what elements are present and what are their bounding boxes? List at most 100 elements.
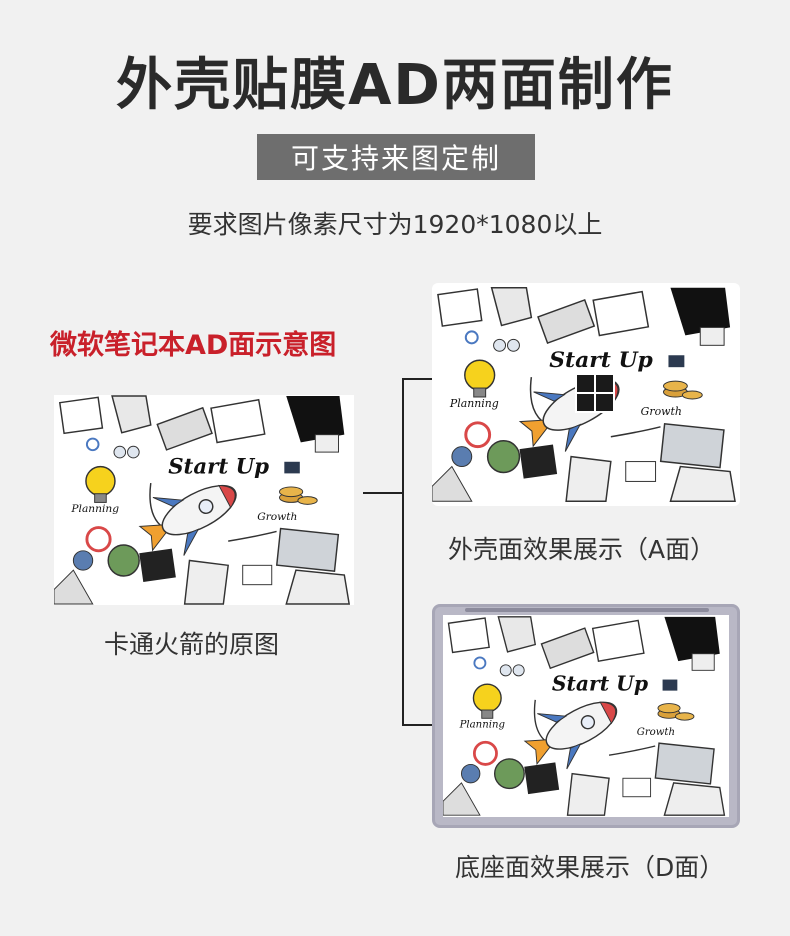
lightbulb-icon <box>472 683 502 713</box>
coin-stack-icon <box>297 496 318 505</box>
laptop-icon <box>659 422 725 469</box>
page-title: 外壳贴膜AD两面制作 <box>116 53 674 118</box>
laptop-icon <box>540 627 595 670</box>
dark-sketch <box>664 616 720 662</box>
hand-icon <box>111 395 152 434</box>
laptop-icon <box>654 742 715 785</box>
start-up-text: Start Up <box>168 454 269 479</box>
growth-text: Growth <box>637 727 675 738</box>
rocket-body <box>545 701 618 750</box>
resolution-requirement: 要求图片像素尺寸为1920*1080以上 <box>187 210 603 239</box>
rocket-fin <box>537 713 568 723</box>
rocket-window <box>580 715 596 730</box>
person-icon <box>507 338 520 352</box>
hand-icon <box>183 559 230 605</box>
chart-block <box>662 679 678 691</box>
magnifier-icon <box>85 437 100 452</box>
steps-sketch <box>622 777 652 798</box>
dark-sketch <box>286 395 345 443</box>
dark-sketch <box>670 287 731 336</box>
rocket-fin <box>564 423 582 452</box>
coin-stack-icon <box>663 380 688 392</box>
growth-text: Growth <box>641 405 682 418</box>
growth-text: Growth <box>257 510 297 523</box>
tablet-sketch <box>524 762 560 795</box>
connector-bracket <box>402 378 432 726</box>
start-up-text: Start Up <box>552 672 648 696</box>
person-icon <box>499 664 512 677</box>
corner-sketch <box>443 782 481 816</box>
hand-icon <box>566 772 610 816</box>
rocket-fin <box>566 742 582 770</box>
chart-block <box>284 461 300 474</box>
d-side-caption: 底座面效果展示（D面） <box>455 853 725 882</box>
calculator-sketch <box>691 653 715 671</box>
rocket-body <box>161 484 237 536</box>
rocket-window <box>198 499 214 515</box>
gear-icon <box>451 446 473 468</box>
hand-icon <box>285 569 351 605</box>
arrow-curve <box>608 745 656 756</box>
gear-icon <box>72 550 94 571</box>
planning-text: Planning <box>459 720 506 731</box>
steps-sketch <box>625 461 657 482</box>
laptop-icon <box>275 527 340 572</box>
lightbulb-base <box>473 387 487 398</box>
hand-icon <box>663 782 726 816</box>
gear-icon <box>493 758 525 790</box>
original-caption: 卡通火箭的原图 <box>104 630 280 659</box>
gear-icon <box>85 526 112 553</box>
lightbulb-base <box>481 709 494 719</box>
gear-icon <box>460 763 481 784</box>
chart-block <box>668 355 685 368</box>
windows-logo-icon <box>575 373 615 413</box>
start-up-text: Start Up <box>549 347 653 373</box>
calculator-sketch <box>314 434 340 453</box>
lightbulb-icon <box>85 465 116 497</box>
diagram-title: 微软笔记本AD面示意图 <box>50 330 337 361</box>
laptop-icon <box>156 406 213 451</box>
connector-line <box>363 492 403 494</box>
gear-icon <box>107 544 140 577</box>
person-icon <box>127 445 140 459</box>
rocket-icon <box>138 484 237 556</box>
arrow-curve <box>610 426 661 438</box>
lightbulb-icon <box>464 359 496 391</box>
coin-stack-icon <box>279 486 304 498</box>
document-sketch <box>591 619 645 662</box>
tablet-sketch <box>519 444 558 479</box>
hand-icon <box>565 455 612 503</box>
person-icon <box>493 338 507 352</box>
magnifier-icon <box>464 330 479 345</box>
hand-icon <box>490 286 533 327</box>
hinge-strip <box>465 608 709 612</box>
gear-icon <box>486 439 521 474</box>
coin-stack-icon <box>657 703 681 714</box>
planning-text: Planning <box>70 502 119 515</box>
tablet-sketch <box>139 548 176 582</box>
arrow-curve <box>228 530 277 542</box>
lightbulb-base <box>94 493 107 503</box>
corner-sketch <box>432 465 473 502</box>
document-sketch <box>592 290 650 337</box>
a-side-caption: 外壳面效果展示（A面） <box>448 535 716 564</box>
hand-icon <box>669 465 736 503</box>
corner-sketch <box>54 569 94 605</box>
laptop-icon <box>537 298 596 344</box>
rocket-nose <box>599 701 617 725</box>
rocket-fin <box>533 391 566 402</box>
magnifier-icon <box>473 656 487 670</box>
planning-text: Planning <box>449 397 499 410</box>
coin-stack-icon <box>681 390 703 400</box>
gear-icon <box>472 740 498 766</box>
rocket-fin <box>183 528 200 556</box>
paper-sketch <box>437 288 483 327</box>
gear-icon <box>464 421 492 449</box>
custom-tag: 可支持来图定制 <box>257 134 535 180</box>
steps-sketch <box>242 564 273 586</box>
rocket-fin <box>152 496 185 508</box>
hand-icon <box>497 616 537 653</box>
